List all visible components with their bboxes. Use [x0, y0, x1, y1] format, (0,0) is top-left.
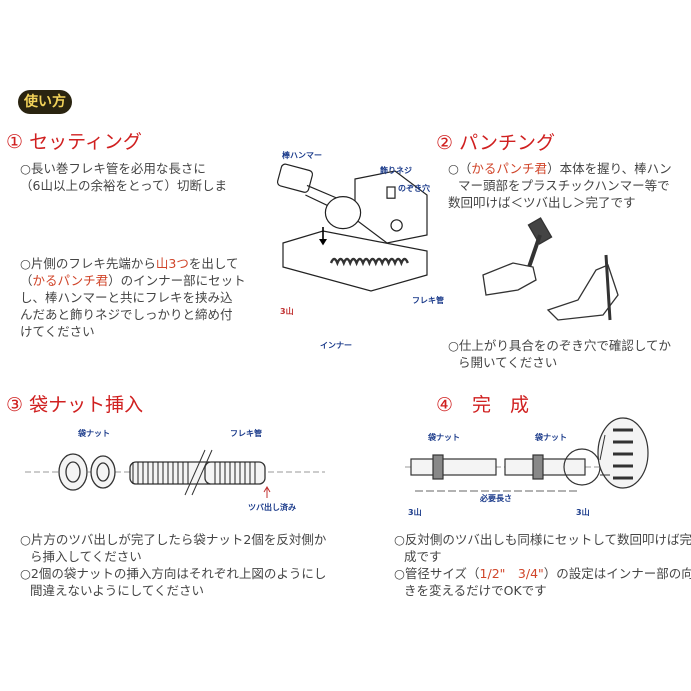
text-line: ら開いてください: [458, 355, 558, 370]
s1-para2: ○片側のフレキ先端から山3つを出して （かるパンチ君）のインナー部にセット し、…: [20, 255, 246, 340]
s3-paras: ○片方のツバ出しが完了したら袋ナット2個を反対側か ら挿入してください ○2個の…: [20, 531, 326, 599]
s4-paras: ○反対側のツバ出しも同様にセットして数回叩けば完 成です ○管径サイズ（1/2"…: [394, 531, 691, 599]
label-pipe: フレキ管: [412, 296, 444, 305]
section-3-title: ③ 袋ナット挿入: [6, 394, 144, 416]
s2-para2: ○仕上がり具合をのぞき穴で確認してか ら開いてください: [448, 337, 671, 371]
hammering-hands-illustration: [482, 217, 619, 321]
s2-para1: ○（かるパンチ君）本体を握り、棒ハン マー頭部をプラスチックハンマー等で 数回叩…: [448, 160, 672, 211]
label-three-2: 3山: [576, 508, 590, 517]
section-4-title: ④ 完 成: [436, 394, 530, 416]
usage-badge: 使い方: [18, 90, 72, 114]
text-line: ○片側のフレキ先端から山3つを出して: [20, 256, 239, 271]
completed-pipe-illustration: [405, 417, 649, 492]
label-three-1: 3山: [408, 508, 422, 517]
text-line: 成です: [404, 549, 442, 564]
text-line: んだあと飾りネジでしっかりと締め付: [20, 307, 233, 322]
text-line: きを変えるだけでOKです: [404, 583, 547, 598]
text-line: ○長い巻フレキ管を必用な長さに: [20, 161, 206, 176]
nut-insert-illustration: [25, 449, 325, 498]
s1-para1: ○長い巻フレキ管を必用な長さに （6山以上の余裕をとって）切断しま: [20, 160, 227, 194]
punch-tool-illustration: [276, 163, 428, 292]
section-1-title: ① セッティング: [6, 131, 142, 153]
label-screw: 飾りネジ: [380, 166, 412, 175]
section-2-title: ② パンチング: [436, 132, 556, 154]
label-nut: 袋ナット: [78, 429, 110, 438]
text-line: ○仕上がり具合をのぞき穴で確認してか: [448, 338, 672, 353]
label-three: 3山: [280, 307, 294, 316]
text-line: けてください: [20, 324, 95, 339]
text-line: （かるパンチ君）のインナー部にセット: [20, 273, 246, 288]
text-line: ら挿入してください: [30, 549, 142, 564]
text-line: ○反対側のツバ出しも同様にセットして数回叩けば完: [394, 532, 691, 547]
label-length: 必要長さ: [480, 494, 512, 503]
text-line: ○片方のツバ出しが完了したら袋ナット2個を反対側か: [20, 532, 327, 547]
text-line: マー頭部をプラスチックハンマー等で: [458, 178, 670, 193]
text-line: 間違えないようにしてください: [30, 583, 205, 598]
text-line: ○（かるパンチ君）本体を握り、棒ハン: [448, 161, 672, 176]
text-line: 数回叩けば＜ツバ出し＞完了です: [448, 195, 636, 210]
text-line: ○2個の袋ナットの挿入方向はそれぞれ上図のようにし: [20, 566, 327, 581]
text-line: ○管径サイズ（1/2" 3/4"）の設定はインナー部の向: [394, 566, 691, 581]
label-inner: インナー: [320, 341, 352, 350]
label-hammer: 棒ハンマー: [282, 151, 322, 160]
label-nut-1: 袋ナット: [428, 433, 460, 442]
label-flared: ツバ出し済み: [248, 503, 296, 512]
label-hole: のぞき穴: [398, 184, 430, 193]
text-line: し、棒ハンマーと共にフレキを挟み込: [20, 290, 233, 305]
label-nut-2: 袋ナット: [535, 433, 567, 442]
label-pipe: フレキ管: [230, 429, 262, 438]
text-line: （6山以上の余裕をとって）切断しま: [20, 178, 227, 193]
